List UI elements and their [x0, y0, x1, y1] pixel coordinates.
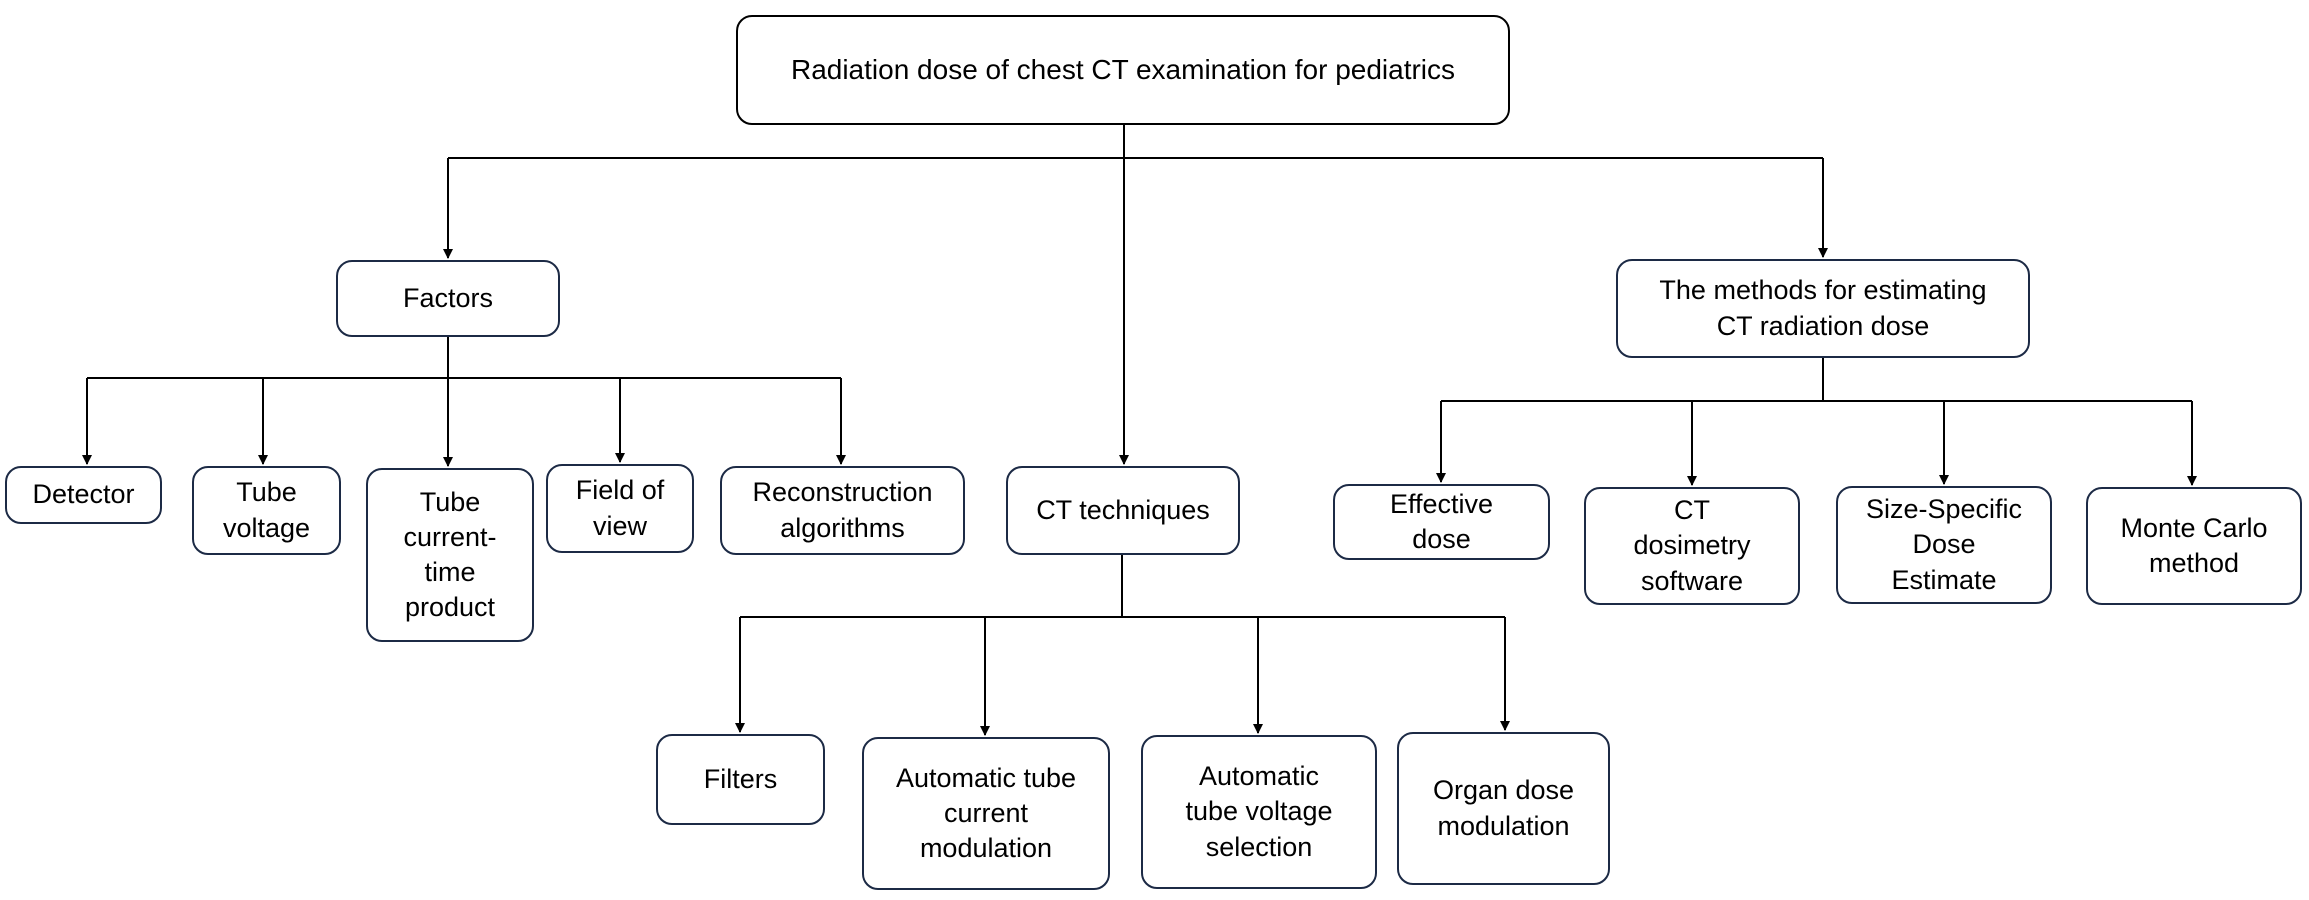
filters-node: Filters: [656, 734, 825, 825]
tube-voltage-label: Tube voltage: [222, 477, 311, 543]
factors-label: Factors: [402, 282, 494, 313]
effective-dose-node: Effective dose: [1333, 484, 1550, 560]
ct-dosimetry-software-label: CT dosimetry software: [1633, 495, 1751, 596]
monte-carlo-method-label: Monte Carlo method: [2120, 512, 2268, 578]
automatic-tube-voltage-selection-node: Automatic tube voltage selection: [1141, 735, 1377, 889]
reconstruction-algorithms-label: Reconstruction algorithms: [752, 477, 933, 543]
tube-current-time-product-label: Tube current- time product: [403, 486, 497, 623]
tube-current-time-product-node: Tube current- time product: [366, 468, 534, 642]
automatic-tube-voltage-selection-label: Automatic tube voltage selection: [1185, 761, 1333, 862]
reconstruction-algorithms-node: Reconstruction algorithms: [720, 466, 965, 555]
ct-techniques-node: CT techniques: [1006, 466, 1240, 555]
monte-carlo-method-node: Monte Carlo method: [2086, 487, 2302, 605]
organ-dose-modulation-label: Organ dose modulation: [1432, 775, 1575, 841]
root-label: Radiation dose of chest CT examination f…: [790, 53, 1456, 85]
size-specific-dose-estimate-node: Size-Specific Dose Estimate: [1836, 486, 2052, 604]
tube-voltage-node: Tube voltage: [192, 466, 341, 555]
field-of-view-label: Field of view: [575, 475, 665, 541]
organ-dose-modulation-node: Organ dose modulation: [1397, 732, 1610, 885]
detector-label: Detector: [32, 479, 135, 510]
root-node: Radiation dose of chest CT examination f…: [736, 15, 1510, 125]
automatic-tube-current-modulation-node: Automatic tube current modulation: [862, 737, 1110, 890]
effective-dose-label: Effective dose: [1389, 488, 1494, 554]
ct-dosimetry-software-node: CT dosimetry software: [1584, 487, 1800, 605]
factors-node: Factors: [336, 260, 560, 337]
filters-label: Filters: [703, 763, 778, 794]
ct-techniques-label: CT techniques: [1036, 494, 1210, 525]
size-specific-dose-estimate-label: Size-Specific Dose Estimate: [1865, 494, 2023, 595]
methods-label: The methods for estimating CT radiation …: [1659, 275, 1987, 341]
detector-node: Detector: [5, 466, 162, 524]
methods-node: The methods for estimating CT radiation …: [1616, 259, 2030, 358]
field-of-view-node: Field of view: [546, 464, 694, 553]
automatic-tube-current-modulation-label: Automatic tube current modulation: [895, 762, 1077, 864]
